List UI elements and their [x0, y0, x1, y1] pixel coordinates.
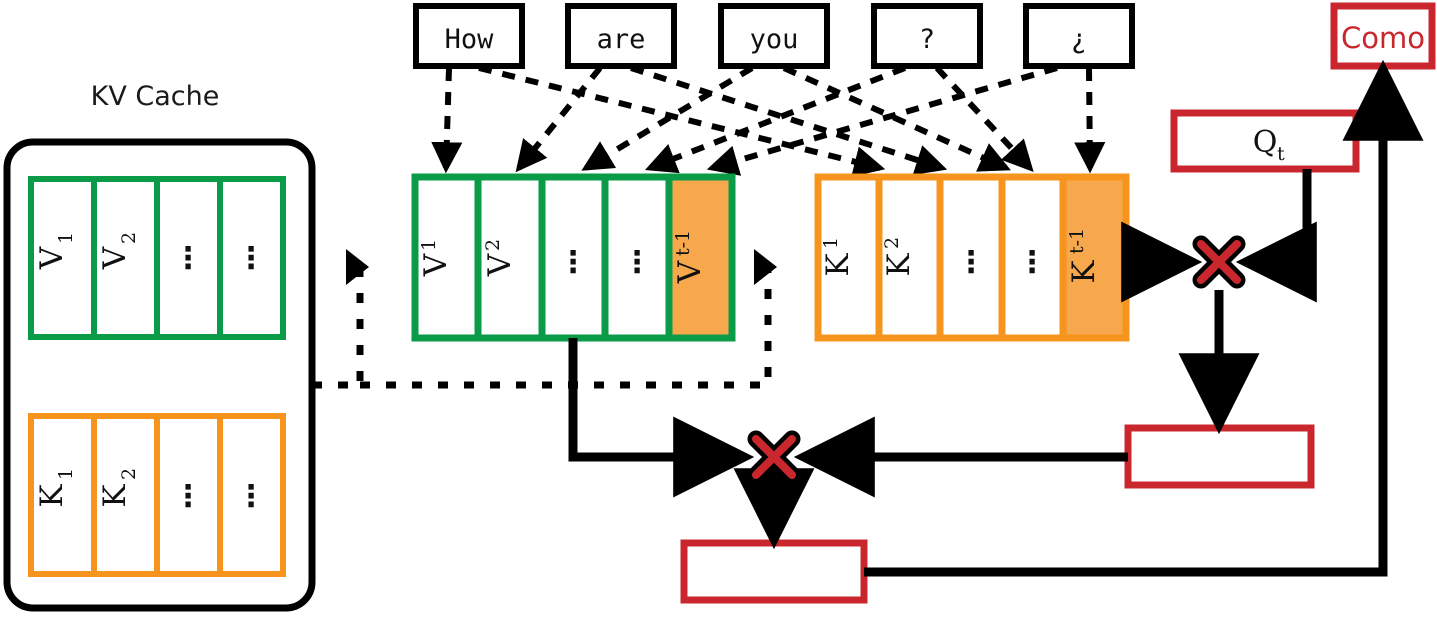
multiply-qk-icon — [1192, 235, 1246, 289]
key-cell-highlight — [1063, 177, 1126, 338]
key-cell-1-sub: 2 — [881, 237, 903, 249]
cache-value-row: V 1 V 2 ⋮ ⋮ — [28, 176, 286, 340]
cache-cell-k1-sub: 1 — [55, 468, 77, 480]
token-box-4[interactable] — [1023, 3, 1135, 69]
token-to-cache-arrows — [431, 65, 1106, 177]
value-cell-4: V — [672, 260, 708, 284]
context-box[interactable] — [680, 539, 868, 604]
key-cell-3: ⋮ — [1017, 245, 1047, 280]
token-label-1: are — [597, 24, 646, 55]
arrow-token3-to-k4 — [934, 65, 1034, 172]
cache-cell-v-ellipsis-2: ⋮ — [236, 241, 266, 276]
solid-connectors — [568, 59, 1424, 577]
arrow-token0-to-v1 — [431, 67, 463, 174]
value-cell-1: V — [482, 253, 518, 277]
token-box-1[interactable] — [565, 3, 677, 69]
query-box[interactable] — [1170, 109, 1360, 173]
arrow-token1-to-v2 — [515, 66, 603, 173]
value-cell-3: ⋮ — [622, 245, 652, 280]
cache-cell-k1: K — [34, 484, 70, 508]
key-cell-2: ⋮ — [956, 245, 986, 280]
arrow-token4-to-kt1 — [1074, 67, 1106, 174]
key-cell-0-sub: 1 — [820, 237, 842, 249]
feedback-arrowhead-value — [346, 249, 369, 285]
token-box-3[interactable] — [871, 3, 983, 69]
token-box-0[interactable] — [413, 3, 525, 69]
value-cell-1-sub: 2 — [482, 239, 504, 251]
token-label-2: you — [750, 24, 799, 55]
query-box-sub: t — [1277, 143, 1285, 165]
query-box-label: Q — [1253, 125, 1278, 160]
line-context-to-output — [864, 59, 1424, 577]
key-cell-4-sub: t-1 — [1066, 228, 1088, 254]
cache-cell-v2-sub: 2 — [118, 232, 140, 244]
cache-cell-v2: V — [97, 246, 133, 270]
arrow-token3-to-v4 — [644, 65, 907, 174]
cache-cell-k2-sub: 2 — [118, 468, 140, 480]
cache-cell-v1: V — [34, 246, 70, 270]
output-box-label: Como — [1341, 21, 1425, 55]
kv-cache-title: KV Cache — [91, 81, 220, 112]
value-cell-4-sub: t-1 — [672, 230, 694, 256]
feedback-arrowhead-key — [754, 249, 777, 285]
token-label-0: How — [445, 24, 495, 55]
multiply-av-icon — [747, 430, 801, 484]
token-boxes: How are you ? ¿ — [413, 3, 1135, 69]
cache-cell-v1-sub: 1 — [55, 232, 77, 244]
scores-box[interactable] — [1124, 424, 1315, 489]
arrow-token0-to-k1 — [478, 65, 886, 177]
cache-key-row: K 1 K 2 ⋮ ⋮ — [28, 413, 286, 577]
arrow-token1-to-k2 — [630, 65, 948, 175]
cache-cell-v-ellipsis-1: ⋮ — [173, 241, 203, 276]
cache-feedback-arrowheads — [346, 249, 777, 285]
token-label-4: ¿ — [1071, 24, 1087, 55]
cache-feedback-path — [312, 267, 772, 389]
line-value-to-multiply-av — [568, 338, 755, 498]
value-cell-0: V — [418, 253, 454, 277]
value-row: V 1 V 2 ⋮ ⋮ V t-1 — [411, 173, 736, 342]
cache-cell-k-ellipsis-2: ⋮ — [236, 479, 266, 514]
feedback-to-key-row — [360, 267, 772, 389]
arrow-token2-to-v3 — [581, 65, 754, 171]
line-query-to-multiply-qk — [1235, 169, 1317, 303]
cache-cell-k2: K — [97, 484, 133, 508]
value-cell-highlight — [669, 177, 732, 338]
arrow-token4-to-vt1 — [706, 65, 1058, 176]
key-row: K 1 K 2 ⋮ ⋮ K t-1 — [814, 173, 1130, 342]
key-cell-4: K — [1066, 260, 1102, 284]
token-label-3: ? — [919, 24, 935, 55]
cache-cell-k-ellipsis-1: ⋮ — [173, 479, 203, 514]
token-box-2[interactable] — [718, 3, 830, 69]
feedback-to-value-row — [312, 267, 364, 389]
key-cell-0: K — [820, 253, 856, 277]
key-cell-1: K — [881, 253, 917, 277]
value-cell-2: ⋮ — [558, 245, 588, 280]
value-cell-0-sub: 1 — [418, 239, 440, 251]
